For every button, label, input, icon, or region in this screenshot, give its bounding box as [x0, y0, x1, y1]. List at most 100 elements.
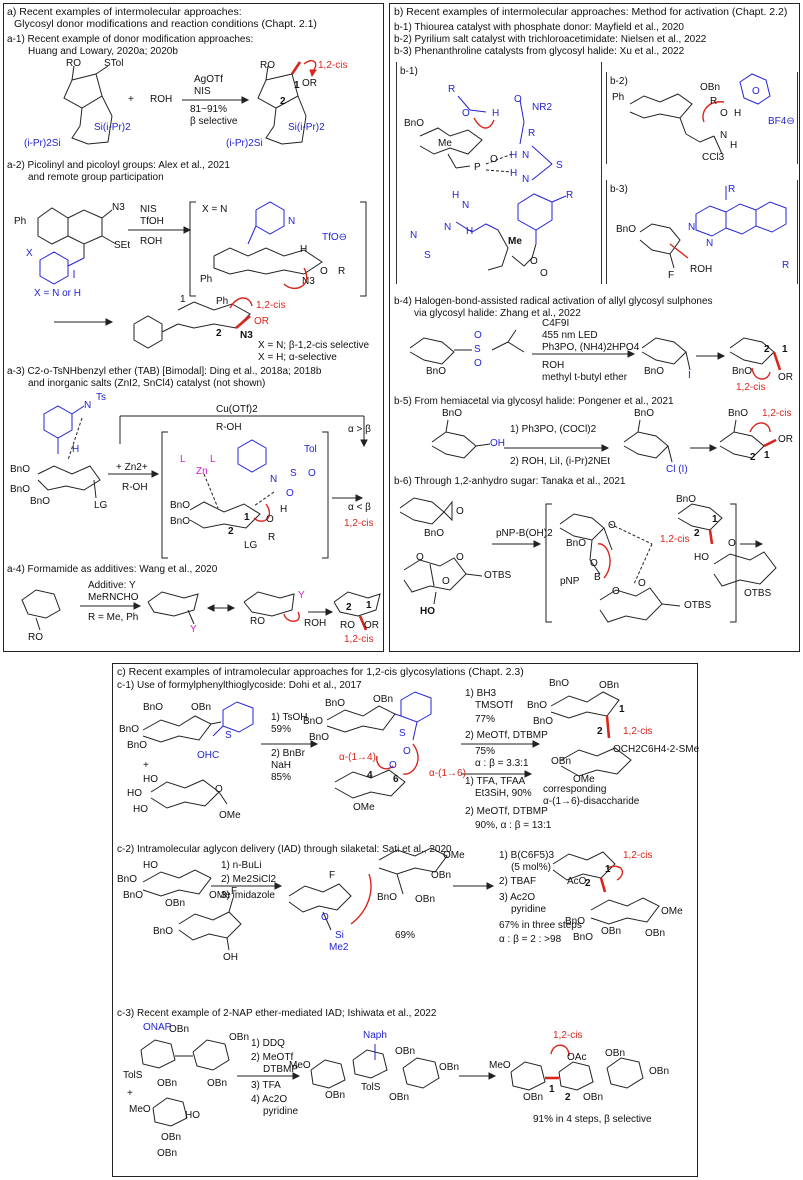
a4-prod-ro: RO [340, 620, 355, 631]
a3-ts: Ts [96, 392, 106, 403]
b6-num-2: 2 [694, 528, 700, 539]
panel-c-title: c) Recent examples of intramolecular app… [117, 666, 524, 678]
b2-box [606, 72, 798, 164]
b2-h2: H [730, 140, 738, 151]
c1-prod-bno-1: BnO [549, 678, 570, 689]
b4-s: S [474, 344, 481, 355]
a2-reagent-nis: NIS [140, 204, 157, 215]
c3-num-2: 2 [565, 1092, 571, 1103]
a1-num-2: 2 [280, 96, 286, 107]
b1-me2: Me [508, 236, 522, 247]
b4-bno: BnO [426, 366, 447, 377]
a2-n3: N3 [112, 202, 125, 213]
a4-y-2: Y [298, 590, 305, 601]
b5-prod-bno: BnO [728, 408, 749, 419]
c1-rc-3: 2) MeOTf, DTBMP [465, 806, 548, 817]
c1-rb-4: 2) MeOTf, DTBMP [465, 730, 548, 741]
a1-reagent-1: AgOTf [194, 74, 223, 85]
b1-n5: N [410, 230, 418, 241]
b5-num-1: 1 [764, 450, 770, 461]
a2-result-1: X = N; β-1,2-cis selective [258, 340, 370, 351]
c2-prod-aco: AcO [567, 876, 587, 887]
a3-bno-3: BnO [30, 496, 51, 507]
b1-s: S [556, 160, 563, 171]
c1-bno-3: BnO [127, 740, 148, 751]
c3-ho: HO [185, 1110, 200, 1121]
b3-roh: ROH [690, 264, 713, 275]
c2-rb-3: 2) TBAF [499, 876, 537, 887]
b6-reagent: pNP-B(OH)2 [496, 528, 553, 539]
c3-obn-3: OBn [157, 1078, 178, 1089]
b6-prod-ho: HO [694, 552, 709, 563]
c3-result: 91% in 4 steps, β selective [533, 1114, 652, 1125]
a2-num-1: N3 [240, 330, 253, 341]
c2-rb-5: pyridine [511, 904, 547, 915]
c1-int-o2: O [389, 760, 397, 771]
a4-prod-or: OR [364, 620, 379, 631]
a2-o: O [320, 266, 328, 277]
a3-int-bno-2: BnO [170, 516, 191, 527]
a3-n-inner: N [270, 474, 278, 485]
a4-formamide: MeRNCHO [88, 592, 139, 603]
b1-n4: N [444, 222, 452, 233]
a2-tfo: TfO⊖ [322, 232, 348, 243]
c2-ome: OMe [209, 890, 231, 901]
c2-prod-obn-2: OBn [645, 928, 666, 939]
b1-h3: H [510, 168, 518, 179]
c3-int-obn-2: OBn [395, 1046, 416, 1057]
a2-prod-ph: 1 [180, 294, 186, 305]
a3-l-2: L [210, 454, 216, 465]
c2-int-si: Si [335, 930, 344, 941]
b4-so-1: O [474, 330, 482, 341]
b4-reagent-4: ROH [542, 360, 565, 371]
c3-r-3: DTBMP [263, 1064, 298, 1075]
b1-structures [419, 95, 567, 271]
c3-prod-meo: MeO [489, 1060, 511, 1071]
c1-cis-label: 1,2-cis [623, 726, 653, 737]
a3-s: S [290, 468, 297, 479]
a2-result-2: X = H; α-selective [258, 352, 337, 363]
c2-structures [142, 847, 660, 951]
a1-structures [63, 60, 317, 145]
b-item-2: b-2) Pyrilium salt catalyst with trichlo… [394, 34, 707, 45]
a2-x-def: X = N or H [34, 288, 81, 299]
c3-structures [140, 1039, 644, 1127]
b6-int-o1: O [608, 520, 616, 531]
a1-stol: STol [104, 58, 124, 69]
b6-prod-o: O [728, 538, 736, 549]
a3-roh-1: R-OH [216, 422, 242, 433]
a4-y-1: Y [190, 624, 197, 635]
a4-heading: a-4) Formamide as additives: Wang et al.… [7, 564, 218, 575]
c3-onap: ONAP [143, 1022, 172, 1033]
a2-cis-label: 1,2-cis [256, 300, 286, 311]
b5-cl: Cl (I) [666, 464, 688, 475]
b1-box [396, 62, 602, 284]
c3-obn-1: OBn [169, 1024, 190, 1035]
c1-prod-num-1: 1 [619, 704, 625, 715]
c3-obn-5: OBn [161, 1132, 182, 1143]
b1-o5: O [540, 268, 548, 279]
b6-cis-label: 1,2-cis [660, 534, 690, 545]
b4-num-1: 1 [782, 344, 788, 355]
b4-prod-bno: BnO [732, 366, 753, 377]
b1-n2: N [522, 174, 530, 185]
a1-selectivity: β selective [190, 116, 238, 127]
b1-n1: N [522, 150, 530, 161]
c1-rc-4: 90%, α : β = 13:1 [475, 820, 552, 831]
c2-prod-bno: BnO [565, 916, 586, 927]
b3-r1: R [728, 184, 736, 195]
b1-r3: R [566, 190, 574, 201]
a2-structures [37, 201, 367, 297]
a1-heading: a-1) Recent example of donor modificatio… [7, 34, 254, 45]
a3-bno-1: BnO [10, 464, 31, 475]
b5-prod-or: OR [778, 434, 793, 445]
a3-a-gt-b: α > β [348, 424, 371, 435]
b6-ho: HO [420, 606, 435, 617]
panel-b-title: b) Recent examples of intermolecular app… [394, 6, 788, 18]
a4-num-1: 1 [366, 600, 372, 611]
c2-int-f: F [329, 870, 336, 881]
c2-ra-1: 1) n-BuLi [221, 860, 262, 871]
a4-structures [21, 589, 381, 631]
c1-prod-bno-3: BnO [533, 716, 554, 727]
a3-a-lt-b: α < β [348, 502, 371, 513]
